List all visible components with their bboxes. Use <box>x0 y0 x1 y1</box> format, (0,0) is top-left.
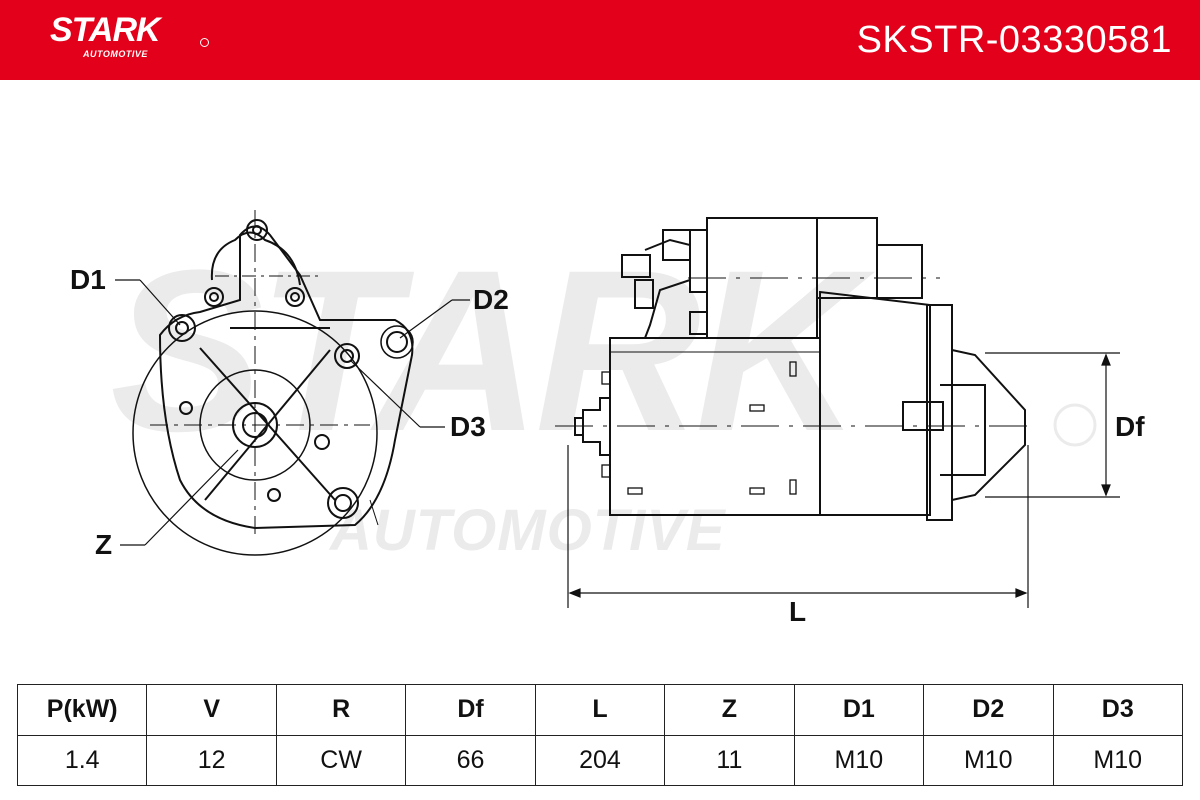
watermark: STARK AUTOMOTIVE <box>110 222 1097 563</box>
logo-sub-text: AUTOMOTIVE <box>83 49 148 59</box>
watermark-registered-icon <box>1053 403 1097 447</box>
spec-header: D3 <box>1052 684 1183 736</box>
spec-value: M10 <box>793 734 925 786</box>
part-number: SKSTR-03330581 <box>856 19 1172 61</box>
front-view <box>132 210 414 556</box>
spec-header: R <box>275 684 407 736</box>
spec-table: P(kW) V R Df L Z D1 D2 D3 1.4 12 CW 66 2… <box>16 684 1183 786</box>
spec-value-row: 1.4 12 CW 66 204 11 M10 M10 M10 <box>16 734 1183 786</box>
label-df: Df <box>1115 411 1145 442</box>
spec-value: M10 <box>1052 734 1183 786</box>
technical-drawing: STARK AUTOMOTIVE <box>0 80 1200 670</box>
label-d2: D2 <box>473 284 509 315</box>
stark-logo: STARK AUTOMOTIVE <box>50 12 220 68</box>
label-d3: D3 <box>450 411 486 442</box>
spec-value: 11 <box>664 734 795 786</box>
spec-value: M10 <box>923 734 1054 786</box>
spec-header-row: P(kW) V R Df L Z D1 D2 D3 <box>16 684 1183 736</box>
label-z: Z <box>95 529 113 560</box>
registered-mark-icon <box>200 38 209 47</box>
spec-header: L <box>534 684 666 736</box>
spec-header: D2 <box>923 684 1054 736</box>
watermark-main: STARK <box>110 222 876 479</box>
spec-header: V <box>146 684 277 736</box>
spec-value: 66 <box>405 734 536 786</box>
dimension-lines <box>567 352 1120 608</box>
logo-brand-text: STARK <box>50 11 161 49</box>
leader-lines <box>115 279 470 546</box>
label-l: L <box>789 596 807 627</box>
side-view <box>555 217 1030 521</box>
watermark-sub: AUTOMOTIVE <box>328 498 727 563</box>
spec-header: D1 <box>793 684 925 736</box>
spec-value: 204 <box>534 734 666 786</box>
spec-header: P(kW) <box>16 684 148 736</box>
header-bar: STARK AUTOMOTIVE SKSTR-03330581 <box>0 0 1200 80</box>
spec-value: 1.4 <box>16 734 148 786</box>
spec-value: 12 <box>146 734 277 786</box>
label-d1: D1 <box>70 264 106 295</box>
starter-motor-drawing: STARK AUTOMOTIVE <box>110 210 1120 608</box>
spec-header: Df <box>405 684 536 736</box>
spec-header: Z <box>664 684 795 736</box>
spec-value: CW <box>275 734 407 786</box>
